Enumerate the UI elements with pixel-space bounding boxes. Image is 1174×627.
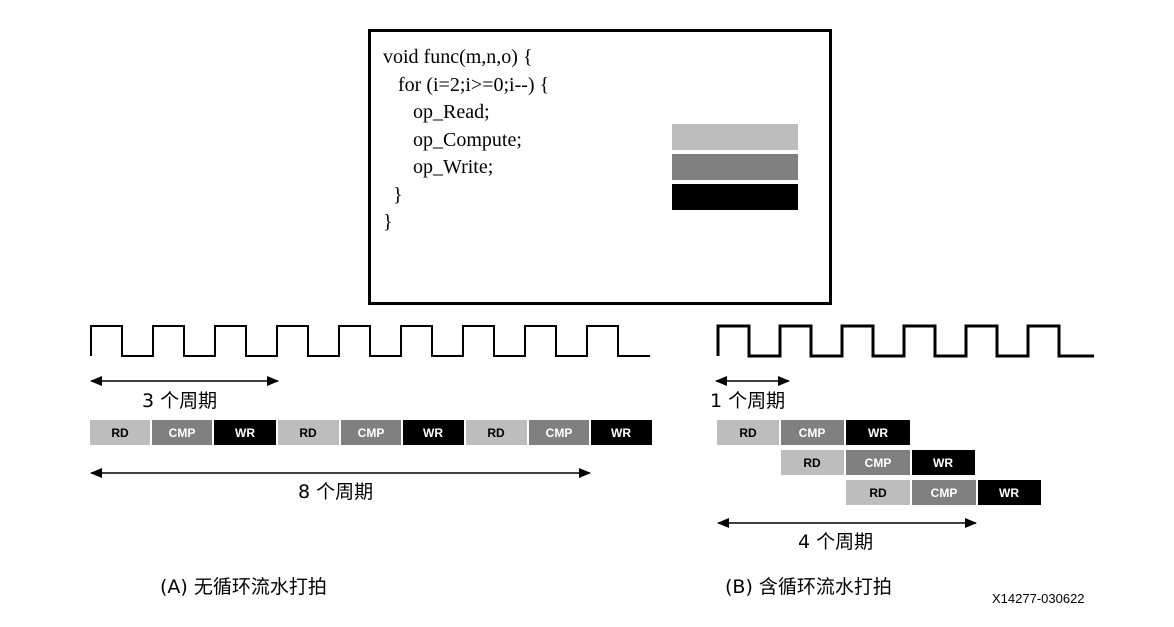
figure-id: X14277-030622: [992, 591, 1085, 606]
three-cycle-label: 3 个周期: [142, 390, 217, 412]
code-line: }: [383, 211, 393, 233]
clock-waveform-a: [90, 325, 650, 357]
block-label: WR: [235, 426, 255, 440]
code-line: }: [383, 183, 403, 206]
code-line: void func(m,n,o) {: [383, 46, 533, 68]
clock-waveform-b: [716, 324, 1094, 358]
block-label: CMP: [546, 426, 573, 440]
block-label: RD: [869, 486, 887, 500]
block-label: CMP: [358, 426, 385, 440]
code-line: op_Compute;: [383, 128, 522, 151]
block-label: CMP: [865, 456, 892, 470]
four-cycle-label: 4 个周期: [798, 531, 873, 553]
code-line: for (i=2;i>=0;i--) {: [383, 73, 550, 96]
write-color-swatch: [672, 184, 798, 210]
pipeline-row-a: RD CMP WR RD CMP WR RD CMP WR: [90, 420, 652, 445]
panel-a-caption: (A) 无循环流水打拍: [160, 576, 327, 598]
read-color-swatch: [672, 124, 798, 150]
block-label: WR: [999, 486, 1019, 500]
block-label: WR: [868, 426, 888, 440]
compute-color-swatch: [672, 154, 798, 180]
panel-b-caption: (B) 含循环流水打拍: [725, 576, 892, 598]
code-line: op_Read;: [383, 101, 490, 123]
code-listing: void func(m,n,o) { for (i=2;i>=0;i--) { …: [383, 44, 549, 237]
block-label: RD: [299, 426, 317, 440]
eight-cycle-label: 8 个周期: [298, 481, 373, 503]
block-label: RD: [487, 426, 505, 440]
pipeline-rows-b: RD CMP WR RD CMP WR RD CMP WR: [717, 420, 1041, 505]
block-label: CMP: [169, 426, 196, 440]
block-label: CMP: [931, 486, 958, 500]
one-cycle-label: 1 个周期: [710, 390, 785, 412]
code-box: void func(m,n,o) { for (i=2;i>=0;i--) { …: [368, 29, 832, 305]
block-label: WR: [611, 426, 631, 440]
block-label: WR: [423, 426, 443, 440]
block-label: RD: [803, 456, 821, 470]
block-label: CMP: [799, 426, 826, 440]
block-label: WR: [933, 456, 953, 470]
code-line: op_Write;: [383, 156, 494, 178]
block-label: RD: [111, 426, 129, 440]
block-label: RD: [739, 426, 757, 440]
